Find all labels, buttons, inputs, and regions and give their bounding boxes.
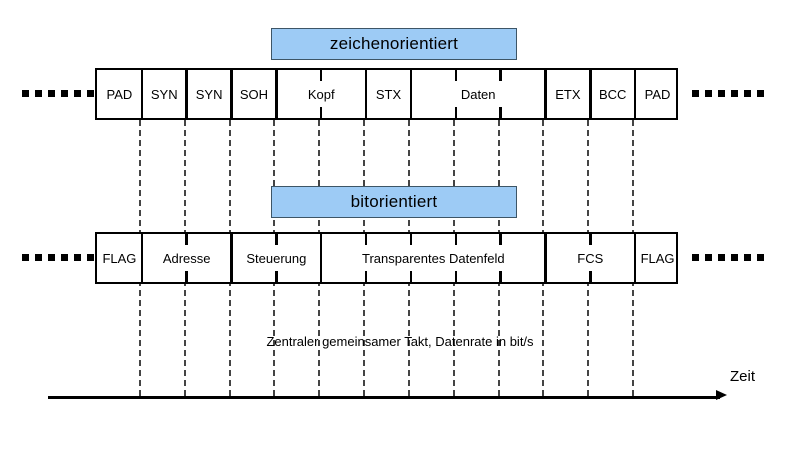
ellipsis-square-icon xyxy=(35,90,42,97)
ellipsis-square-icon xyxy=(87,90,94,97)
char-field-divider xyxy=(275,70,278,118)
ellipsis-square-icon xyxy=(757,90,764,97)
ellipsis-square-icon xyxy=(87,254,94,261)
bit-subcolumn-tick xyxy=(454,234,458,245)
ellipsis-square-icon xyxy=(757,254,764,261)
char-field-etx: ETX xyxy=(555,86,581,102)
char-field-syn: SYN xyxy=(195,86,223,102)
ellipsis-square-icon xyxy=(692,90,699,97)
char-field-syn: SYN xyxy=(150,86,178,102)
callout-zeichenorientiert-label: zeichenorientiert xyxy=(329,34,459,53)
callout-bitorientiert: bitorientiert xyxy=(271,186,517,218)
char-subcolumn-tick xyxy=(319,107,322,118)
char-subcolumn-tick xyxy=(454,70,458,81)
char-field-divider xyxy=(544,70,547,118)
bit-subcolumn-tick xyxy=(409,271,413,282)
ellipsis-square-icon xyxy=(718,254,725,261)
time-axis-arrow-icon xyxy=(716,390,727,400)
bit-subcolumn-tick xyxy=(185,271,188,282)
ellipsis-bit-left xyxy=(22,254,94,261)
char-field-bcc: BCC xyxy=(598,86,627,102)
ellipsis-square-icon xyxy=(22,254,29,261)
bit-subcolumn-tick xyxy=(275,234,278,245)
callout-bitorientiert-label: bitorientiert xyxy=(350,192,438,211)
ellipsis-square-icon xyxy=(74,90,81,97)
bit-subcolumn-tick xyxy=(364,234,368,245)
bit-field-flag: FLAG xyxy=(102,250,137,266)
ellipsis-square-icon xyxy=(744,254,751,261)
ellipsis-char-left xyxy=(22,90,94,97)
ellipsis-square-icon xyxy=(22,90,29,97)
char-field-stx: STX xyxy=(375,86,402,102)
ellipsis-square-icon xyxy=(61,90,68,97)
bit-field-divider xyxy=(230,234,233,282)
ellipsis-square-icon xyxy=(61,254,68,261)
char-field-divider xyxy=(185,70,188,118)
bit-subcolumn-tick xyxy=(275,271,278,282)
char-field-pad: PAD xyxy=(106,86,133,102)
char-field-soh: SOH xyxy=(239,86,269,102)
char-subcolumn-tick xyxy=(319,70,322,81)
bit-field-transparentes-datenfeld: Transparentes Datenfeld xyxy=(362,250,505,266)
time-axis-label: Zeit xyxy=(730,368,756,385)
ellipsis-square-icon xyxy=(74,254,81,261)
bit-field-divider xyxy=(140,234,144,282)
bit-field-divider xyxy=(319,234,323,282)
time-axis-line xyxy=(48,396,720,399)
bit-subcolumn-tick xyxy=(409,234,413,245)
ellipsis-square-icon xyxy=(731,254,738,261)
char-field-divider xyxy=(633,70,637,118)
char-field-pad: PAD xyxy=(644,86,671,102)
bit-subcolumn-tick xyxy=(454,271,458,282)
ellipsis-square-icon xyxy=(692,254,699,261)
bit-subcolumn-tick xyxy=(364,271,368,282)
bit-subcolumn-tick xyxy=(185,234,188,245)
bit-subcolumn-tick xyxy=(499,271,502,282)
ellipsis-bit-right xyxy=(692,254,764,261)
callout-zeichenorientiert: zeichenorientiert xyxy=(271,28,517,60)
bit-field-divider xyxy=(544,234,547,282)
char-subcolumn-tick xyxy=(499,107,502,118)
char-field-divider xyxy=(140,70,144,118)
char-subcolumn-tick xyxy=(499,70,502,81)
ellipsis-square-icon xyxy=(731,90,738,97)
clock-caption: Zentraler gemeinsamer Takt, Datenrate in… xyxy=(266,334,534,349)
ellipsis-square-icon xyxy=(718,90,725,97)
ellipsis-square-icon xyxy=(744,90,751,97)
bit-field-divider xyxy=(633,234,637,282)
bit-subcolumn-tick xyxy=(589,271,592,282)
ellipsis-char-right xyxy=(692,90,764,97)
bit-subcolumn-tick xyxy=(499,234,502,245)
char-field-divider xyxy=(589,70,592,118)
ellipsis-square-icon xyxy=(48,90,55,97)
bit-subcolumn-tick xyxy=(589,234,592,245)
char-field-divider xyxy=(230,70,233,118)
ellipsis-square-icon xyxy=(705,90,712,97)
char-subcolumn-tick xyxy=(454,107,458,118)
char-field-divider xyxy=(364,70,368,118)
ellipsis-square-icon xyxy=(705,254,712,261)
char-field-daten: Daten xyxy=(460,86,496,102)
ellipsis-square-icon xyxy=(48,254,55,261)
bit-field-flag: FLAG xyxy=(640,250,675,266)
char-field-divider xyxy=(409,70,413,118)
ellipsis-square-icon xyxy=(35,254,42,261)
